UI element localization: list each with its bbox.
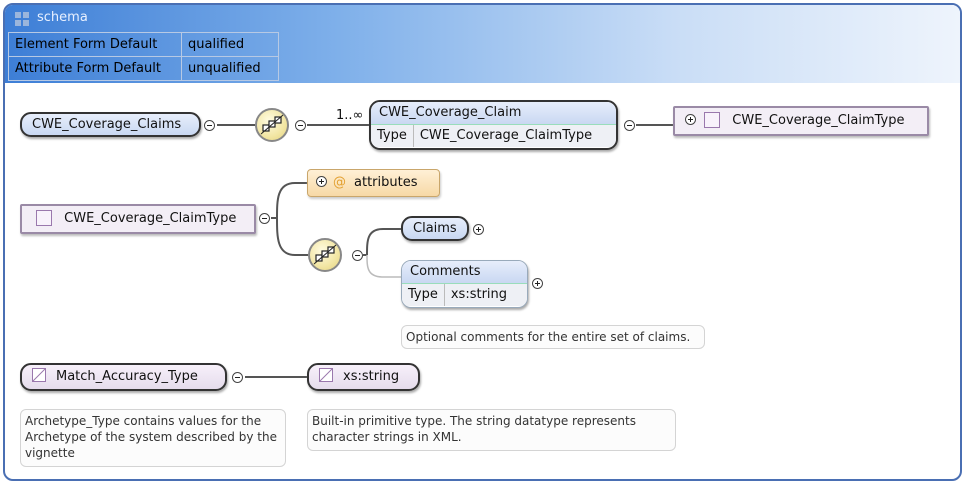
schema-diagram-frame: schema Element Form Default qualified At… (3, 3, 962, 481)
simple-type-match-accuracy[interactable]: Match_Accuracy_Type (20, 363, 227, 391)
type-value: CWE_Coverage_ClaimType (419, 128, 593, 143)
expand-toggle[interactable] (473, 224, 484, 235)
complex-type-icon (704, 111, 721, 128)
schema-title-text: schema (37, 10, 88, 25)
attributes-label: attributes (354, 175, 418, 190)
collapse-toggle[interactable] (624, 120, 635, 131)
schema-title: schema (15, 10, 88, 26)
element-title: CWE_Coverage_Claim (371, 102, 616, 125)
simple-type-icon (32, 368, 46, 382)
type-label: Type (402, 284, 445, 306)
complex-type-definition-box[interactable]: CWE_Coverage_ClaimType (20, 204, 256, 234)
element-claims[interactable]: Claims (401, 216, 469, 241)
schema-grid-icon (15, 12, 29, 26)
simple-type-label: Match_Accuracy_Type (56, 369, 198, 384)
expand-toggle[interactable] (532, 278, 543, 289)
schema-properties-table: Element Form Default qualified Attribute… (8, 32, 279, 81)
simple-type-xs-string[interactable]: xs:string (307, 363, 420, 391)
attributes-box[interactable]: @ attributes (307, 169, 440, 197)
complex-type-ref-label: CWE_Coverage_ClaimType (732, 113, 905, 128)
multiplicity-label: 1..∞ (336, 108, 364, 123)
property-value: unqualified (181, 56, 279, 81)
complex-type-icon (36, 209, 52, 226)
simple-type-label: xs:string (343, 369, 400, 384)
collapse-toggle[interactable] (259, 213, 270, 224)
property-name: Element Form Default (8, 32, 182, 57)
property-name: Attribute Form Default (8, 56, 182, 81)
element-type-row: Type CWE_Coverage_ClaimType (371, 125, 616, 147)
collapse-toggle[interactable] (232, 372, 243, 383)
property-row: Element Form Default qualified (8, 32, 279, 57)
attribute-at-icon: @ (333, 175, 346, 190)
collapse-toggle[interactable] (204, 120, 215, 131)
xs-string-annotation: Built-in primitive type. The string data… (307, 409, 676, 451)
element-comments[interactable]: Comments Type xs:string (401, 260, 528, 308)
complex-type-def-label: CWE_Coverage_ClaimType (64, 211, 237, 226)
expand-toggle[interactable] (316, 176, 327, 187)
schema-header: schema Element Form Default qualified At… (5, 5, 960, 83)
property-row: Attribute Form Default unqualified (8, 56, 279, 81)
collapse-toggle[interactable] (352, 250, 363, 261)
element-title: Comments (402, 261, 527, 284)
type-label: Type (371, 125, 414, 147)
connector-lines (217, 124, 673, 378)
complex-type-ref-box[interactable]: CWE_Coverage_ClaimType (673, 106, 929, 136)
element-cwe-coverage-claim[interactable]: CWE_Coverage_Claim Type CWE_Coverage_Cla… (369, 100, 618, 150)
comments-annotation: Optional comments for the entire set of … (401, 325, 705, 349)
element-type-row: Type xs:string (402, 284, 527, 306)
expand-toggle[interactable] (685, 114, 696, 125)
type-value: xs:string (450, 287, 508, 302)
sequence-compositor-icon[interactable] (308, 238, 342, 272)
match-accuracy-annotation: Archetype_Type contains values for the A… (20, 409, 286, 467)
collapse-toggle[interactable] (295, 120, 306, 131)
element-cwe-coverage-claims[interactable]: CWE_Coverage_Claims (20, 112, 201, 137)
sequence-compositor-icon[interactable] (255, 108, 289, 142)
simple-type-icon (319, 368, 333, 382)
